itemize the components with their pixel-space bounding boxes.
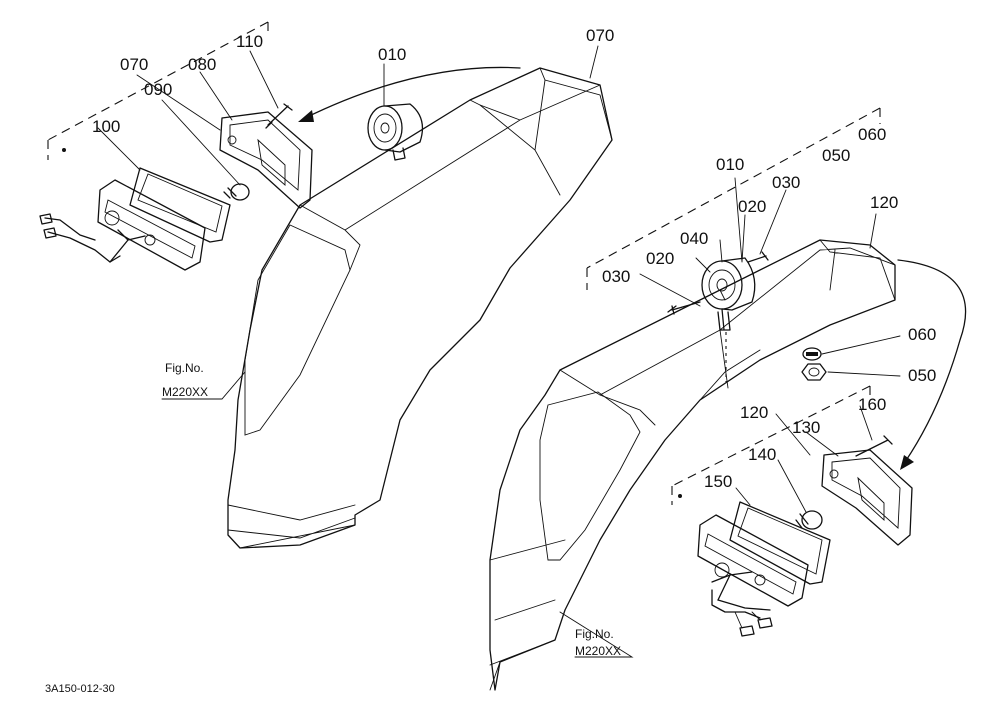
right-fender-assembly <box>489 107 967 691</box>
right-beacon-lamp <box>701 257 756 331</box>
part-number-labels: 070 110 010 070 080 090 100 010 050 060 … <box>92 26 936 491</box>
right-nut <box>801 363 827 381</box>
drawing-code: 3A150-012-30 <box>45 683 115 695</box>
right-lamp-lens <box>821 449 913 546</box>
right-mount-arrowhead <box>900 455 914 470</box>
label-left-070-b: 070 <box>586 26 614 45</box>
right-bracket-dot <box>678 494 682 498</box>
label-left-100: 100 <box>92 117 120 136</box>
left-lamp-housing <box>97 179 206 271</box>
left-fender-window <box>244 224 351 436</box>
left-lamp-wiring <box>44 217 121 263</box>
left-fig-ref-line1: Fig.No. <box>165 361 204 375</box>
label-right-120-a: 120 <box>870 193 898 212</box>
right-screw-upper <box>747 251 769 263</box>
label-right-010: 010 <box>716 155 744 174</box>
label-left-070-a: 070 <box>120 55 148 74</box>
right-fig-ref-line1: Fig.No. <box>575 627 614 641</box>
label-right-050-b: 050 <box>908 366 936 385</box>
left-fig-ref-leader <box>161 371 246 400</box>
label-left-010: 010 <box>378 45 406 64</box>
right-fig-ref-leader <box>559 611 634 658</box>
label-right-030-b: 030 <box>602 267 630 286</box>
figure-references: Fig.No. M220XX Fig.No. M220XX <box>162 361 621 658</box>
label-right-060: 060 <box>858 125 886 144</box>
label-right-160: 160 <box>858 395 886 414</box>
right-fender-top-edge <box>559 239 896 426</box>
right-gasket <box>729 501 831 585</box>
label-right-140: 140 <box>748 445 776 464</box>
label-right-130: 130 <box>792 418 820 437</box>
label-left-110: 110 <box>236 32 263 51</box>
left-fender-inner-lines <box>227 79 561 549</box>
left-bolt <box>265 103 293 129</box>
label-left-090: 090 <box>144 80 172 99</box>
left-fender-outline <box>227 67 613 549</box>
right-fender-outline <box>489 239 896 691</box>
label-right-120-b: 120 <box>740 403 768 422</box>
label-right-020-b: 020 <box>646 249 674 268</box>
right-bolt <box>855 435 893 457</box>
left-gasket <box>129 167 231 243</box>
right-group-bracket-upper <box>586 107 881 290</box>
label-right-020-a: 020 <box>738 197 766 216</box>
left-fig-ref-line2: M220XX <box>162 385 208 399</box>
label-right-150: 150 <box>704 472 732 491</box>
left-group-bracket <box>47 21 269 160</box>
right-leader-lines <box>639 177 901 513</box>
left-leader-lines <box>97 45 599 186</box>
right-fender-window <box>539 391 641 561</box>
left-fender-assembly <box>39 21 613 549</box>
right-fig-ref-line2: M220XX <box>575 644 621 658</box>
label-right-050: 050 <box>822 146 850 165</box>
left-bracket-dot <box>62 148 66 152</box>
left-beacon-lamp <box>367 103 424 161</box>
right-washer <box>802 347 822 361</box>
left-mount-arrow <box>304 66 521 119</box>
left-mount-arrowhead <box>298 110 314 122</box>
left-bulb <box>223 183 250 201</box>
label-right-040: 040 <box>680 229 708 248</box>
right-fender-inner-lines <box>489 329 761 691</box>
right-bulb <box>795 510 823 530</box>
right-lamp-housing <box>697 514 809 607</box>
right-mount-arrow <box>897 259 967 463</box>
right-lamp-wiring <box>711 589 771 619</box>
label-right-060-b: 060 <box>908 325 936 344</box>
right-group-bracket-lower <box>671 385 871 505</box>
label-left-080: 080 <box>188 55 216 74</box>
label-right-030-a: 030 <box>772 173 800 192</box>
left-fender-top-edge <box>299 67 613 271</box>
